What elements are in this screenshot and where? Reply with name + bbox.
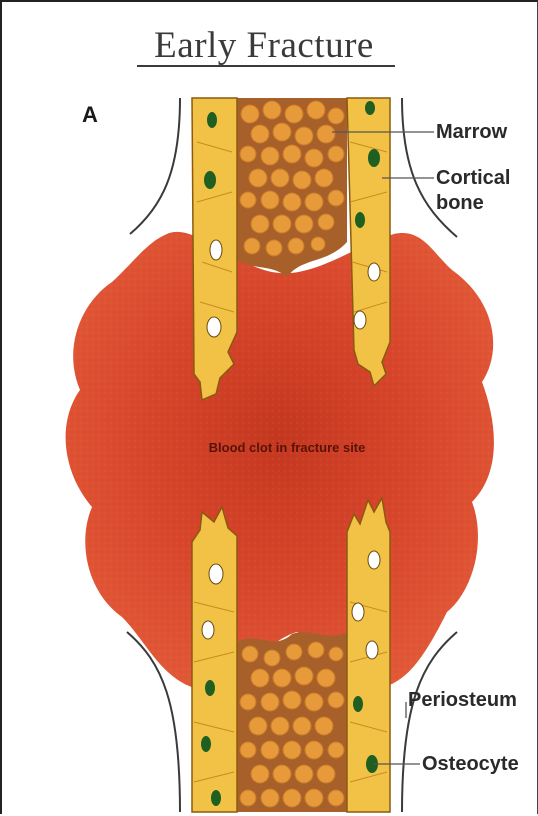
marrow-label: Marrow xyxy=(436,120,507,145)
lower-right-cortex xyxy=(347,498,390,812)
osteocyte xyxy=(211,790,221,806)
periosteum-label: Periosteum xyxy=(408,688,517,713)
lower-left-cortex xyxy=(192,507,237,812)
lacuna xyxy=(352,603,364,621)
osteocyte xyxy=(355,212,365,228)
upper-right-cortex xyxy=(347,98,390,386)
osteocyte xyxy=(207,112,217,128)
blood-clot-label: Blood clot in fracture site xyxy=(162,440,412,455)
lacuna xyxy=(366,641,378,659)
blood-clot xyxy=(66,232,494,690)
lacuna xyxy=(202,621,214,639)
lacuna xyxy=(368,263,380,281)
lacuna xyxy=(354,311,366,329)
upper-marrow xyxy=(237,98,347,277)
page-title: Early Fracture xyxy=(114,24,414,67)
lower-marrow xyxy=(237,632,347,812)
cortical-bone-label: Cortical bone xyxy=(436,166,510,216)
periosteum-top-left xyxy=(130,98,180,234)
lacuna xyxy=(368,551,380,569)
osteocyte-label: Osteocyte xyxy=(422,752,519,777)
osteocyte xyxy=(368,149,380,167)
osteocyte xyxy=(365,101,375,115)
osteocyte xyxy=(205,680,215,696)
osteocyte xyxy=(201,736,211,752)
osteocyte xyxy=(204,171,216,189)
lacuna xyxy=(210,240,222,260)
panel-letter: A xyxy=(82,102,98,128)
lacuna xyxy=(209,564,223,584)
osteocyte xyxy=(353,696,363,712)
lacuna xyxy=(207,317,221,337)
